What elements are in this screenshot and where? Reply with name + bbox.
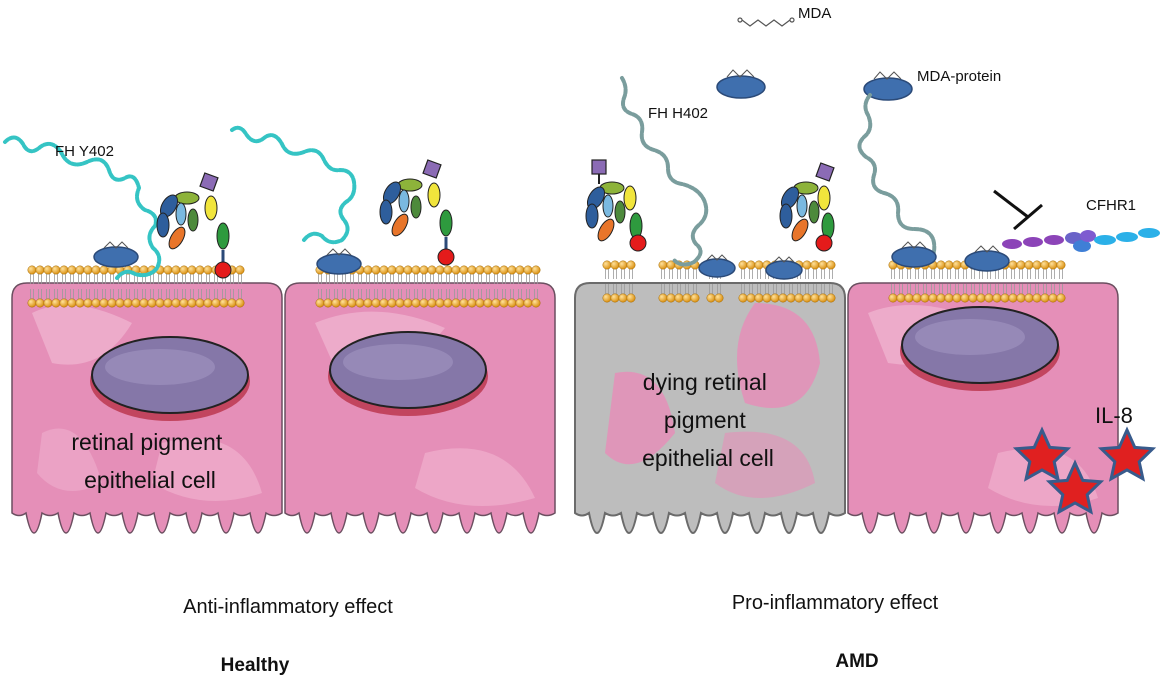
pro-inflammatory-label: Pro-inflammatory effect bbox=[732, 592, 939, 614]
il8-star-1 bbox=[1012, 426, 1072, 482]
complement-complex-healthy-right bbox=[379, 159, 455, 266]
mda-protein-amd-2 bbox=[964, 245, 1010, 272]
il8-star-3 bbox=[1045, 459, 1105, 515]
healthy-cell-label: retinal pigment epithelial cell bbox=[71, 429, 228, 493]
inhibition-symbol bbox=[993, 189, 1043, 231]
nucleus-healthy-left bbox=[90, 336, 250, 421]
cfhr1-label: CFHR1 bbox=[1086, 197, 1136, 214]
nucleus-healthy-right bbox=[328, 331, 488, 416]
dying-cell bbox=[574, 282, 846, 534]
il8-label: IL-8 bbox=[1095, 403, 1133, 428]
fh-y402-molecule-2 bbox=[230, 125, 357, 245]
mda-protein-amd-1 bbox=[891, 241, 937, 268]
mda-protein-dying-2 bbox=[765, 256, 803, 280]
il8-star-2 bbox=[1097, 426, 1157, 482]
mda-protein-label: MDA-protein bbox=[917, 68, 1001, 85]
complement-complex-amd-right bbox=[779, 162, 835, 252]
mda-protein-dying-1 bbox=[698, 254, 736, 278]
complement-complex-healthy-left bbox=[156, 172, 232, 279]
cfhr1-molecule bbox=[1002, 228, 1160, 252]
mda-protein-free-1 bbox=[716, 69, 766, 99]
mda-molecule bbox=[737, 17, 795, 27]
healthy-cell-left bbox=[11, 282, 283, 534]
fh-h402-molecule-1 bbox=[620, 76, 709, 267]
mda-protein-free-2 bbox=[863, 71, 913, 101]
fh-h402-label: FH H402 bbox=[648, 105, 708, 122]
healthy-title: Healthy bbox=[221, 655, 290, 676]
anti-inflammatory-label: Anti-inflammatory effect bbox=[183, 596, 393, 618]
fh-h402-molecule-2 bbox=[857, 93, 937, 265]
mda-label: MDA bbox=[798, 5, 831, 22]
fh-y402-label: FH Y402 bbox=[55, 143, 114, 160]
complement-complex-amd-left bbox=[585, 159, 647, 252]
nucleus-amd bbox=[900, 306, 1060, 391]
amd-title: AMD bbox=[835, 651, 878, 672]
dying-cell-label: dying retinal pigment epithelial cell bbox=[642, 369, 774, 471]
fh-y402-molecule-1 bbox=[3, 135, 162, 280]
mda-protein-healthy-left bbox=[93, 241, 139, 268]
mda-protein-healthy-right bbox=[316, 248, 362, 275]
